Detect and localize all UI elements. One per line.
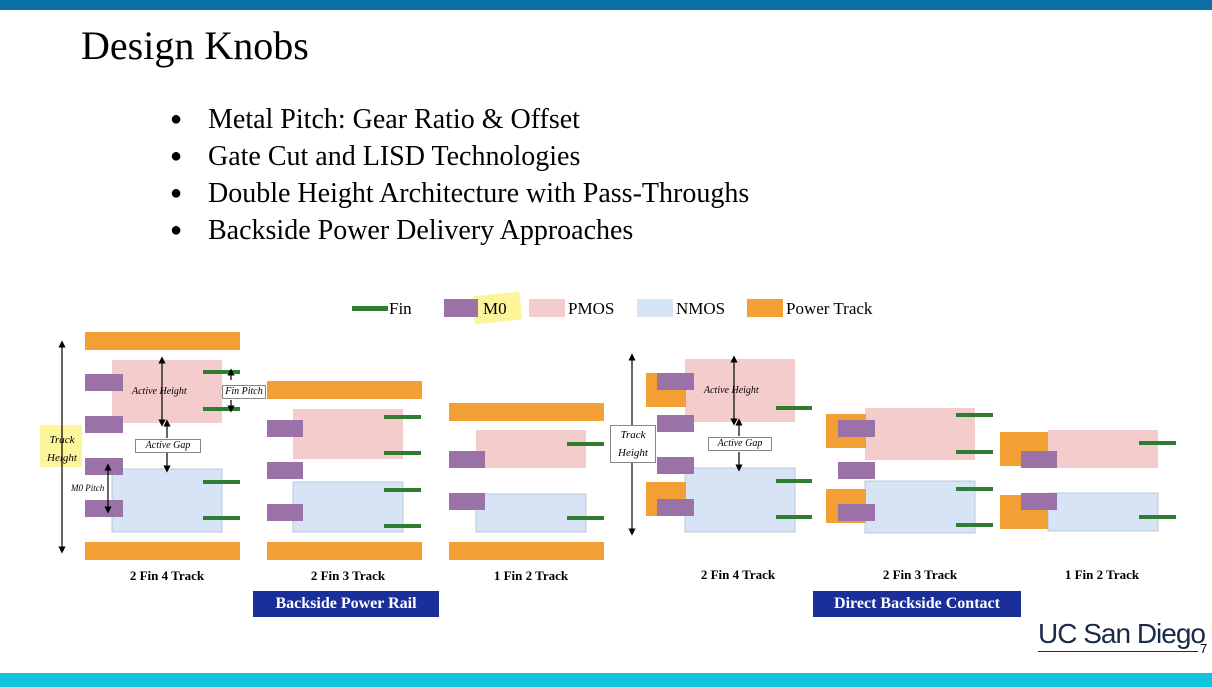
logo-underline [1038, 651, 1198, 652]
fin [203, 480, 240, 484]
caption-bpr-2fin-3track: 2 Fin 3 Track [310, 568, 386, 583]
m0-track [1021, 493, 1057, 510]
power-track [85, 332, 240, 350]
m0-pitch-label: M0 Pitch [71, 483, 105, 493]
bullet-item: ●Backside Power Delivery Approaches [170, 212, 749, 249]
page-number: 7 [1200, 641, 1208, 656]
bullet-dot-icon: ● [170, 182, 183, 204]
m0-track [838, 420, 875, 437]
m0-track [657, 373, 694, 390]
m0-track [657, 499, 694, 516]
fin [384, 488, 421, 492]
fin [203, 370, 240, 374]
pmos-region [685, 359, 795, 422]
caption-dbc-2fin-4track: 2 Fin 4 Track [700, 567, 776, 582]
fin [956, 413, 993, 417]
pmos-swatch [529, 299, 565, 317]
bottom-accent-bar [0, 673, 1212, 687]
m0-track [267, 504, 303, 521]
fin [567, 442, 604, 446]
bullet-dot-icon: ● [170, 219, 183, 241]
caption-bpr-1fin-2track: 1 Fin 2 Track [493, 568, 569, 583]
bullet-item: ●Metal Pitch: Gear Ratio & Offset [170, 101, 749, 138]
m0-track [657, 415, 694, 432]
m0-swatch [444, 299, 478, 317]
fin [384, 524, 421, 528]
m0-track [267, 420, 303, 437]
legend-pmos-label: PMOS [568, 299, 615, 318]
fin [1139, 441, 1176, 445]
cell-dbc-1fin-2track [1000, 430, 1176, 532]
power-track [85, 542, 240, 560]
caption-dbc-2fin-3track: 2 Fin 3 Track [882, 567, 958, 582]
cell-bpr-1fin-2track [449, 403, 604, 560]
cell-bpr-2fin-4track [58, 332, 240, 560]
bullet-dot-icon: ● [170, 145, 183, 167]
bullet-item: ●Double Height Architecture with Pass-Th… [170, 175, 749, 212]
nmos-swatch [637, 299, 673, 317]
fin [956, 450, 993, 454]
fin [776, 406, 812, 410]
fin [384, 415, 421, 419]
active-height-label-right: Active Height [704, 385, 759, 396]
m0-track [838, 504, 875, 521]
fin-pitch-label: Fin Pitch [222, 385, 266, 399]
pmos-region [1048, 430, 1158, 468]
m0-track [85, 458, 123, 475]
fin-swatch [352, 306, 388, 311]
group-label-backside-power-rail: Backside Power Rail [253, 591, 439, 617]
fin [567, 516, 604, 520]
m0-track [267, 462, 303, 479]
m0-track [85, 500, 123, 517]
fin [384, 451, 421, 455]
cell-diagram [58, 332, 1176, 560]
cell-dbc-2fin-3track [826, 408, 993, 534]
power-track [449, 403, 604, 421]
bullet-list: ●Metal Pitch: Gear Ratio & Offset ●Gate … [170, 101, 749, 249]
nmos-region [475, 493, 587, 533]
legend-power-track-label: Power Track [786, 299, 873, 318]
m0-track [449, 451, 485, 468]
fin [956, 487, 993, 491]
nmos-region [684, 467, 796, 533]
cell-dbc-2fin-4track [628, 353, 812, 536]
active-gap-label-right: Active Gap [708, 437, 772, 451]
fin [203, 407, 240, 411]
bullet-item: ●Gate Cut and LISD Technologies [170, 138, 749, 175]
bullet-dot-icon: ● [170, 108, 183, 130]
m0-track [449, 493, 485, 510]
m0-track [85, 374, 123, 391]
nmos-region [1047, 492, 1159, 532]
m0-track [1021, 451, 1057, 468]
fin [776, 479, 812, 483]
m0-track [657, 457, 694, 474]
legend-m0-label: M0 [483, 299, 507, 318]
track-height-label-right: Track Height [610, 425, 656, 463]
legend-nmos-label: NMOS [676, 299, 726, 318]
fin [776, 515, 812, 519]
power-track [267, 542, 422, 560]
fin [1139, 515, 1176, 519]
nmos-region [111, 468, 223, 533]
power-track [267, 381, 422, 399]
power-track [449, 542, 604, 560]
caption-dbc-1fin-2track: 1 Fin 2 Track [1064, 567, 1140, 582]
fin [203, 516, 240, 520]
group-label-direct-backside-contact: Direct Backside Contact [813, 591, 1021, 617]
legend-fin-label: Fin [389, 299, 412, 318]
track-height-label-left: Track Height [47, 434, 77, 464]
active-gap-label: Active Gap [135, 439, 201, 453]
slide-title: Design Knobs [81, 23, 309, 68]
m0-track [85, 416, 123, 433]
fin [956, 523, 993, 527]
power-track-swatch [747, 299, 783, 317]
active-height-label: Active Height [132, 386, 187, 397]
ucsd-logo: UC San Diego [1038, 618, 1206, 649]
caption-bpr-2fin-4track: 2 Fin 4 Track [129, 568, 205, 583]
top-accent-bar [0, 0, 1212, 10]
pmos-region [476, 430, 586, 468]
m0-track [838, 462, 875, 479]
cell-bpr-2fin-3track [267, 381, 422, 560]
